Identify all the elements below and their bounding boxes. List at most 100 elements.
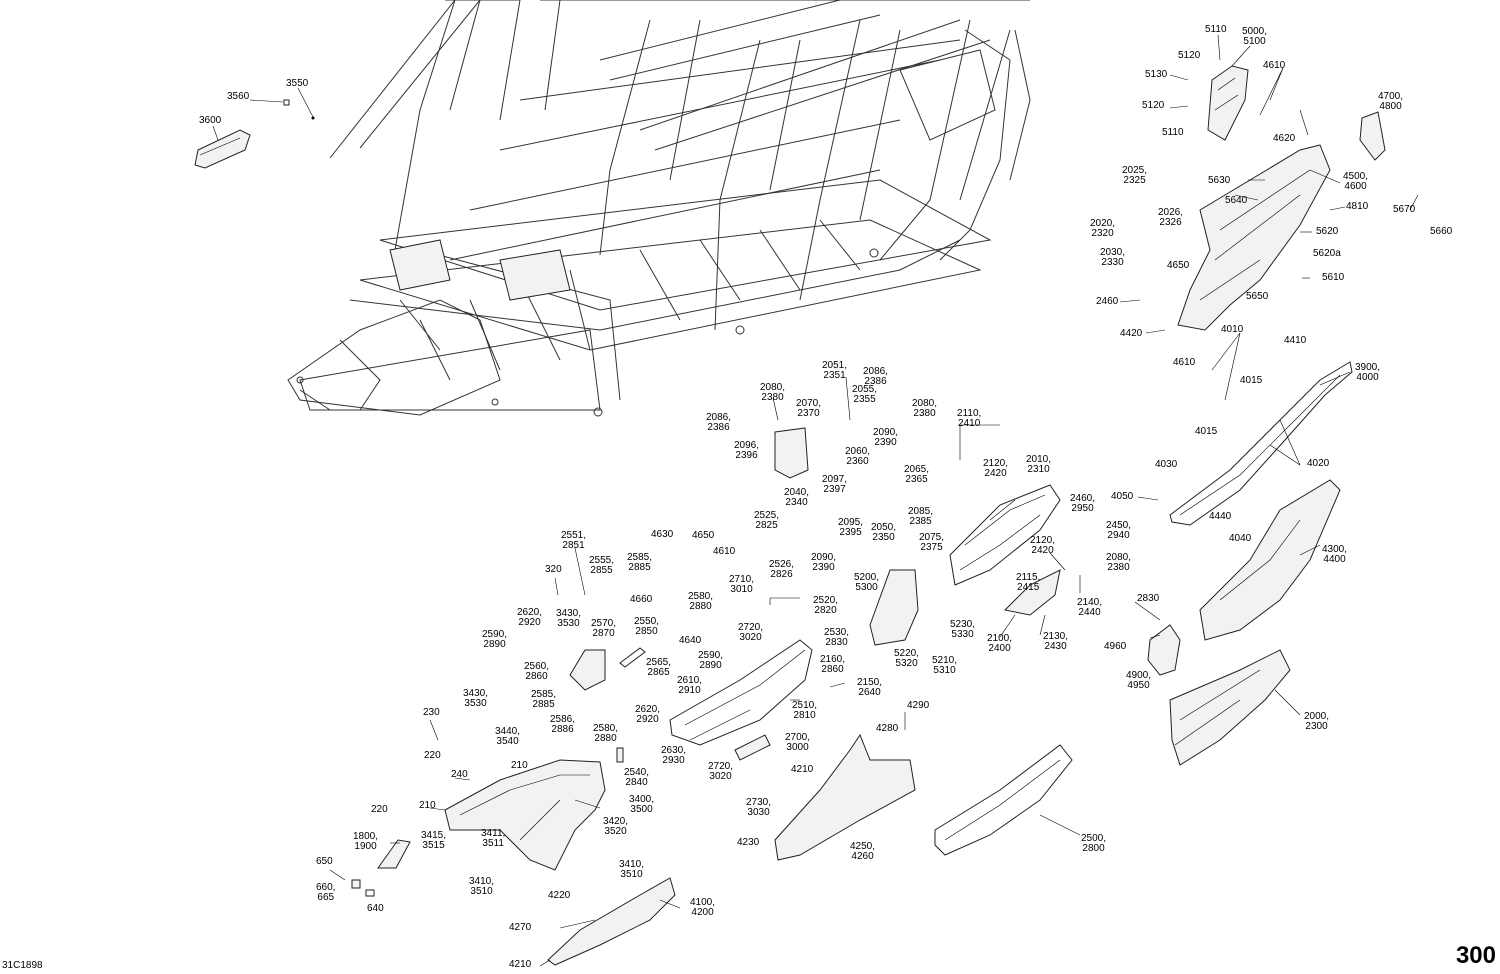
- callout-5120-top: 5120: [1178, 50, 1201, 61]
- callout-2525: 2525, 2825: [754, 510, 780, 531]
- callout-4020: 4020: [1307, 458, 1330, 469]
- callout-2086-left: 2086, 2386: [706, 412, 732, 433]
- callout-2010: 2010, 2310: [1026, 454, 1052, 475]
- callout-5130: 5130: [1145, 69, 1168, 80]
- part-5000-bracket: [1207, 65, 1249, 141]
- part-1800-bracket: [377, 839, 411, 869]
- callout-4960: 4960: [1104, 641, 1127, 652]
- part-2700-panel: [734, 734, 771, 761]
- vehicle-frame: [287, 0, 1031, 417]
- callout-2060: 2060, 2360: [845, 446, 871, 467]
- callout-2100: 2100, 2400: [987, 633, 1013, 654]
- callout-640: 640: [367, 903, 384, 914]
- part-2540-clip: [616, 747, 624, 763]
- callout-4230: 4230: [737, 837, 760, 848]
- part-3600-bracket: [194, 129, 251, 169]
- callout-2585-top: 2585, 2885: [627, 552, 653, 573]
- part-640-clip: [365, 889, 375, 897]
- part-2500-door-panel: [934, 744, 1073, 856]
- callout-2020: 2020, 2320: [1090, 218, 1116, 239]
- callout-4030: 4030: [1155, 459, 1178, 470]
- callout-2000: 2000, 2300: [1304, 711, 1330, 732]
- callout-3410-left: 3410, 3510: [469, 876, 495, 897]
- callout-2610: 2610, 2910: [677, 675, 703, 696]
- callout-210-top: 210: [511, 760, 528, 771]
- part-3400-panel: [444, 759, 606, 871]
- callout-2830-right: 2830: [1137, 593, 1160, 604]
- callout-4410: 4410: [1284, 335, 1307, 346]
- callout-2551: 2551, 2851: [561, 530, 587, 551]
- callout-2051: 2051, 2351: [822, 360, 848, 381]
- callout-2540: 2540, 2840: [624, 767, 650, 788]
- callout-2110: 2110, 2410: [957, 408, 982, 429]
- callout-2075: 2075, 2375: [919, 532, 945, 553]
- callout-4280: 4280: [876, 723, 899, 734]
- callout-2570: 2570, 2870: [591, 618, 617, 639]
- callout-4650-right: 4650: [1167, 260, 1190, 271]
- callout-3600: 3600: [199, 115, 222, 126]
- callout-660: 660, 665: [316, 882, 336, 903]
- callout-4270: 4270: [509, 922, 532, 933]
- callout-2080-top: 2080, 2380: [760, 382, 786, 403]
- callout-320: 320: [545, 564, 562, 575]
- callout-650: 650: [316, 856, 333, 867]
- callout-220-mid: 220: [371, 804, 388, 815]
- callout-4420: 4420: [1120, 328, 1143, 339]
- callout-2090-top: 2090, 2390: [873, 427, 899, 448]
- callout-2086-top: 2086, 2386: [863, 366, 889, 387]
- callout-5220: 5220, 5320: [894, 648, 920, 669]
- callout-3560: 3560: [227, 91, 250, 102]
- callout-2720-lower: 2720, 3020: [708, 761, 734, 782]
- callout-2050: 2050, 2350: [871, 522, 897, 543]
- callout-5670: 5670: [1393, 204, 1416, 215]
- callout-2070: 2070, 2370: [796, 398, 822, 419]
- callout-3400: 3400, 3500: [629, 794, 655, 815]
- callout-2526: 2526, 2826: [769, 559, 795, 580]
- callout-2150: 2150, 2640: [857, 677, 883, 698]
- part-4250-lower-panel: [774, 733, 916, 861]
- callout-2500: 2500, 2800: [1081, 833, 1107, 854]
- callout-2080-right: 2080, 2380: [1106, 552, 1132, 573]
- callout-2630: 2630, 2930: [661, 745, 687, 766]
- callout-2120-top: 2120, 2420: [983, 458, 1009, 479]
- callout-4650-mid: 4650: [692, 530, 715, 541]
- callout-4610-top: 4610: [1263, 60, 1286, 71]
- part-4300-rear-panel: [1199, 479, 1341, 641]
- callout-4210-bottom: 4210: [509, 959, 532, 970]
- part-3900-rocker-trim: [1169, 361, 1353, 526]
- callout-5110-mid: 5110: [1162, 127, 1184, 138]
- part-3560-nut: [283, 99, 290, 106]
- callout-4700: 4700, 4800: [1378, 91, 1404, 112]
- callout-5620: 5620: [1316, 226, 1339, 237]
- callout-3410-right: 3410, 3510: [619, 859, 645, 880]
- callout-2565: 2565, 2865: [646, 657, 672, 678]
- callout-4015-upper: 4015: [1240, 375, 1263, 386]
- callout-4630: 4630: [651, 529, 674, 540]
- callout-4050: 4050: [1111, 491, 1134, 502]
- callout-2025: 2025, 2325: [1122, 165, 1148, 186]
- callout-5640: 5640: [1225, 195, 1248, 206]
- callout-4660: 4660: [630, 594, 653, 605]
- callout-4250: 4250, 4260: [850, 841, 876, 862]
- callout-210-mid: 210: [419, 800, 436, 811]
- callout-2065: 2065, 2365: [904, 464, 930, 485]
- callout-3550: 3550: [286, 78, 309, 89]
- callout-2560: 2560, 2860: [524, 661, 550, 682]
- callout-5630: 5630: [1208, 175, 1231, 186]
- callout-2096: 2096, 2396: [734, 440, 760, 461]
- callout-5110-top: 5110: [1205, 24, 1227, 35]
- part-2070-bracket: [774, 427, 809, 479]
- callout-2460-mid: 2460, 2950: [1070, 493, 1096, 514]
- callout-2460-right: 2460: [1096, 296, 1119, 307]
- callout-4100: 4100, 4200: [690, 897, 716, 918]
- callout-2085: 2085, 2385: [908, 506, 934, 527]
- callout-4290: 4290: [907, 700, 930, 711]
- part-4500-upper-panel: [1177, 144, 1331, 331]
- callout-5620a: 5620a: [1313, 248, 1341, 259]
- callout-5210: 5210, 5310: [932, 655, 958, 676]
- callout-5650: 5650: [1246, 291, 1269, 302]
- callout-3430-mid: 3430, 3530: [463, 688, 489, 709]
- callout-4210-mid: 4210: [791, 764, 814, 775]
- callout-4040: 4040: [1229, 533, 1252, 544]
- callout-4620: 4620: [1273, 133, 1296, 144]
